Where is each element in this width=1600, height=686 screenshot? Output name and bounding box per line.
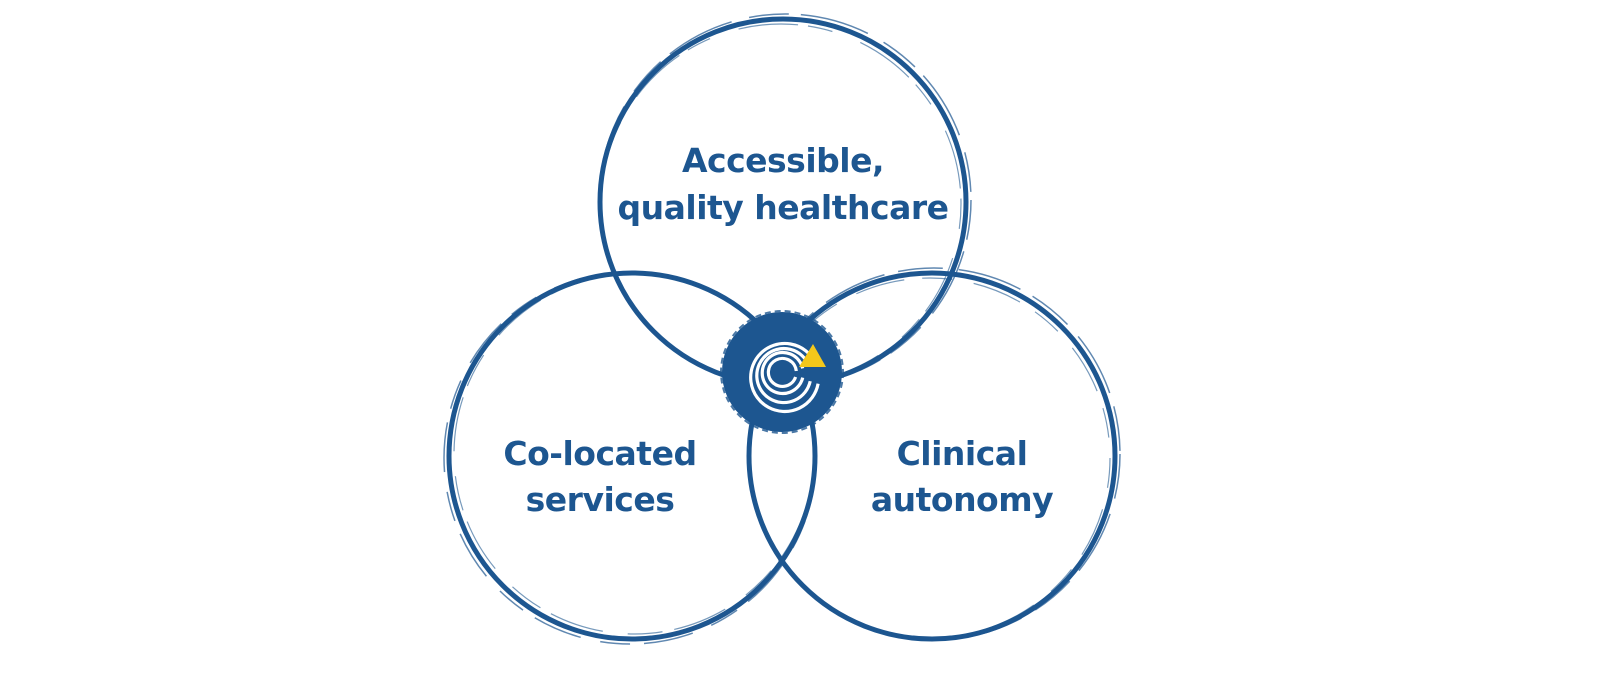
concentric-c-logo-icon <box>749 341 820 414</box>
circle-label-right-line-2: autonomy <box>871 480 1053 519</box>
circle-co-located-services: Co-located services <box>443 270 818 645</box>
circle-label-top-line-2: quality healthcare <box>618 188 949 227</box>
yellow-triangle-icon <box>799 344 826 367</box>
center-logo <box>720 310 844 434</box>
circle-label-right-line-1: Clinical <box>897 434 1028 473</box>
circle-clinical-autonomy: Clinical autonomy <box>746 267 1121 642</box>
circle-label-top-line-1: Accessible, <box>682 141 884 180</box>
circle-label-left-line-2: services <box>526 480 675 519</box>
circle-label-left-line-1: Co-located <box>503 434 696 473</box>
